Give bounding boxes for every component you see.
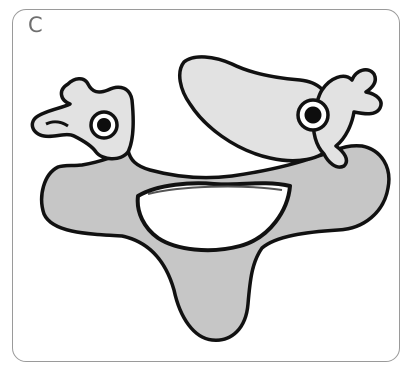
- right-foramen-core: [305, 107, 322, 124]
- left-superior-process: [32, 79, 133, 159]
- left-foramen-core: [97, 118, 111, 132]
